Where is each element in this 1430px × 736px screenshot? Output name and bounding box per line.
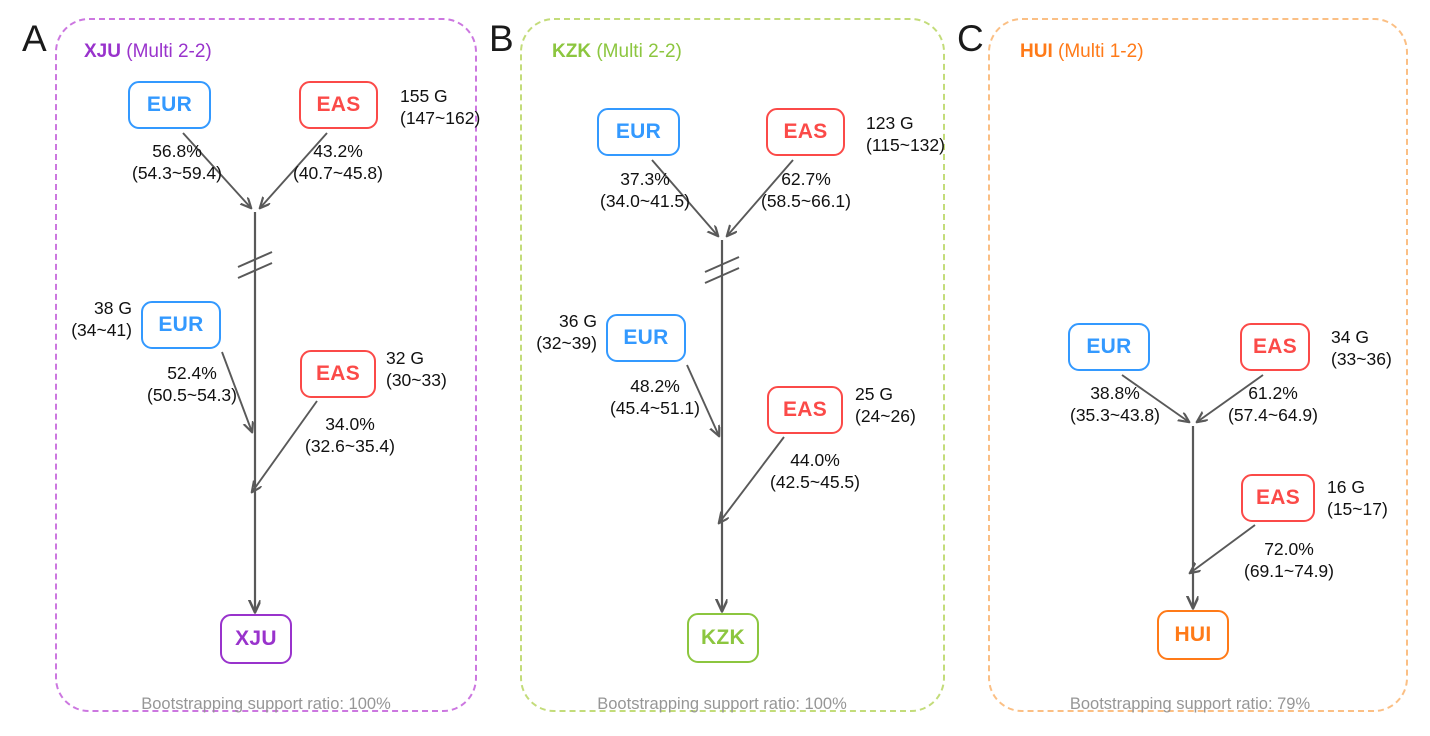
admixture-percent: 56.8% bbox=[152, 141, 202, 161]
panel-c-border bbox=[988, 18, 1408, 712]
admixture-range: (57.4~64.9) bbox=[1228, 405, 1318, 426]
admixture-range: (69.1~74.9) bbox=[1244, 561, 1334, 582]
panel-title-population: XJU bbox=[84, 41, 121, 62]
target-node-kzk[interactable]: KZK bbox=[687, 613, 759, 663]
generation-range: (115~132) bbox=[866, 135, 945, 156]
admixture-percent: 34.0% bbox=[325, 414, 375, 434]
admixture-range: (35.3~43.8) bbox=[1070, 405, 1160, 426]
panel-title-b: KZK (Multi 2-2) bbox=[552, 42, 682, 61]
generation-value: 36 G bbox=[559, 311, 597, 331]
admixture-range: (42.5~45.5) bbox=[770, 472, 860, 493]
source-node-eas[interactable]: EAS bbox=[299, 81, 378, 129]
panel-a-border bbox=[55, 18, 477, 712]
bootstrapping-support-label: Bootstrapping support ratio: 79% bbox=[1069, 695, 1311, 713]
generation-range: (24~26) bbox=[855, 406, 916, 427]
admixture-percent: 44.0% bbox=[790, 450, 840, 470]
admixture-range: (40.7~45.8) bbox=[293, 163, 383, 184]
panel-title-a: XJU (Multi 2-2) bbox=[84, 42, 212, 61]
admixture-proportion-label: 44.0%(42.5~45.5) bbox=[770, 449, 860, 494]
generation-value: 34 G bbox=[1331, 327, 1369, 347]
panel-title-population: KZK bbox=[552, 41, 592, 62]
generation-label: 36 G(32~39) bbox=[536, 310, 597, 355]
admixture-proportion-label: 52.4%(50.5~54.3) bbox=[147, 362, 237, 407]
source-node-eur[interactable]: EUR bbox=[597, 108, 680, 156]
generation-label: 16 G(15~17) bbox=[1327, 476, 1388, 521]
generation-value: 25 G bbox=[855, 384, 893, 404]
admixture-percent: 61.2% bbox=[1248, 383, 1298, 403]
generation-label: 32 G(30~33) bbox=[386, 347, 447, 392]
generation-range: (15~17) bbox=[1327, 499, 1388, 520]
source-node-eas[interactable]: EAS bbox=[1241, 474, 1315, 522]
admixture-range: (32.6~35.4) bbox=[305, 436, 395, 457]
generation-label: 25 G(24~26) bbox=[855, 383, 916, 428]
admixture-range: (58.5~66.1) bbox=[761, 191, 851, 212]
admixture-proportion-label: 62.7%(58.5~66.1) bbox=[761, 168, 851, 213]
generation-range: (30~33) bbox=[386, 370, 447, 391]
admixture-range: (50.5~54.3) bbox=[147, 385, 237, 406]
panel-letter-b: B bbox=[489, 18, 514, 59]
target-node-xju[interactable]: XJU bbox=[220, 614, 292, 664]
panel-letter-c: C bbox=[957, 18, 984, 59]
target-node-hui[interactable]: HUI bbox=[1157, 610, 1229, 660]
source-node-eas[interactable]: EAS bbox=[1240, 323, 1310, 371]
admixture-proportion-label: 43.2%(40.7~45.8) bbox=[293, 140, 383, 185]
generation-range: (33~36) bbox=[1331, 349, 1392, 370]
source-node-eas[interactable]: EAS bbox=[767, 386, 843, 434]
admixture-percent: 48.2% bbox=[630, 376, 680, 396]
admixture-range: (54.3~59.4) bbox=[132, 163, 222, 184]
panel-title-c: HUI (Multi 1-2) bbox=[1020, 42, 1144, 61]
admixture-percent: 38.8% bbox=[1090, 383, 1140, 403]
generation-range: (147~162) bbox=[400, 108, 481, 129]
source-node-eas[interactable]: EAS bbox=[300, 350, 376, 398]
panel-title-model: (Multi 1-2) bbox=[1058, 41, 1144, 62]
admixture-proportion-label: 72.0%(69.1~74.9) bbox=[1244, 538, 1334, 583]
admixture-proportion-label: 61.2%(57.4~64.9) bbox=[1228, 382, 1318, 427]
admixture-range: (45.4~51.1) bbox=[610, 398, 700, 419]
generation-label: 155 G(147~162) bbox=[400, 85, 480, 130]
admixture-proportion-label: 37.3%(34.0~41.5) bbox=[600, 168, 690, 213]
source-node-eur[interactable]: EUR bbox=[1068, 323, 1150, 371]
source-node-eur[interactable]: EUR bbox=[606, 314, 686, 362]
source-node-eur[interactable]: EUR bbox=[128, 81, 211, 129]
generation-value: 38 G bbox=[94, 298, 132, 318]
admixture-proportion-label: 38.8%(35.3~43.8) bbox=[1070, 382, 1160, 427]
panel-letter-a: A bbox=[22, 18, 47, 59]
generation-label: 34 G(33~36) bbox=[1331, 326, 1392, 371]
admixture-percent: 62.7% bbox=[781, 169, 831, 189]
generation-value: 16 G bbox=[1327, 477, 1365, 497]
bootstrapping-support-label: Bootstrapping support ratio: 100% bbox=[141, 695, 391, 713]
admixture-proportion-label: 34.0%(32.6~35.4) bbox=[305, 413, 395, 458]
admixture-proportion-label: 48.2%(45.4~51.1) bbox=[610, 375, 700, 420]
generation-range: (32~39) bbox=[536, 333, 597, 354]
source-node-eas[interactable]: EAS bbox=[766, 108, 845, 156]
panel-b-border bbox=[520, 18, 945, 712]
admixture-percent: 52.4% bbox=[167, 363, 217, 383]
admixture-range: (34.0~41.5) bbox=[600, 191, 690, 212]
bootstrapping-support-label: Bootstrapping support ratio: 100% bbox=[597, 695, 847, 713]
generation-value: 123 G bbox=[866, 113, 914, 133]
generation-value: 32 G bbox=[386, 348, 424, 368]
panel-title-model: (Multi 2-2) bbox=[596, 41, 682, 62]
admixture-percent: 37.3% bbox=[620, 169, 670, 189]
generation-range: (34~41) bbox=[71, 320, 132, 341]
generation-value: 155 G bbox=[400, 86, 448, 106]
admixture-percent: 72.0% bbox=[1264, 539, 1314, 559]
panel-title-model: (Multi 2-2) bbox=[126, 41, 212, 62]
generation-label: 38 G(34~41) bbox=[71, 297, 132, 342]
admixture-proportion-label: 56.8%(54.3~59.4) bbox=[132, 140, 222, 185]
source-node-eur[interactable]: EUR bbox=[141, 301, 221, 349]
panel-title-population: HUI bbox=[1020, 41, 1053, 62]
generation-label: 123 G(115~132) bbox=[866, 112, 945, 157]
admixture-percent: 43.2% bbox=[313, 141, 363, 161]
